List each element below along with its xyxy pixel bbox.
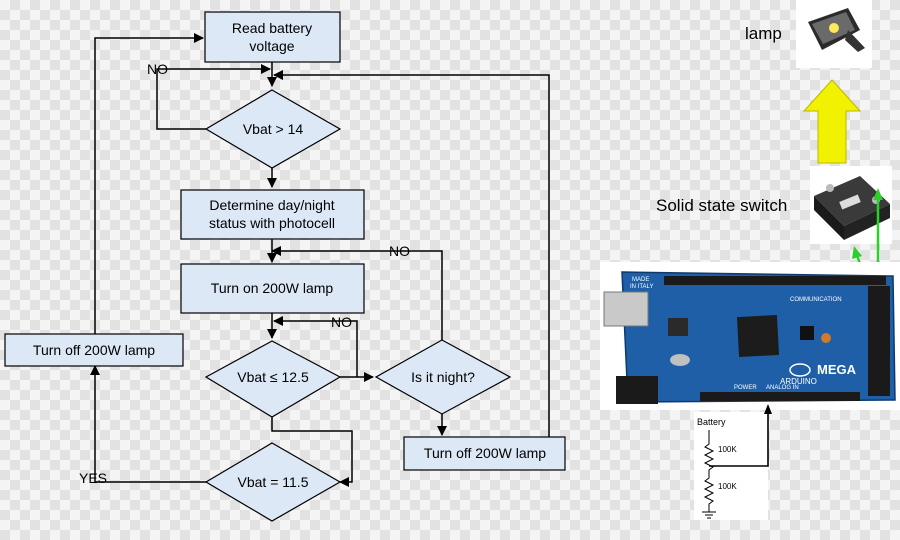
yes-label: YES [79, 470, 107, 486]
lamp-label: lamp [745, 24, 782, 43]
yellow-up-arrow-icon [802, 79, 862, 164]
ground-icon [702, 511, 716, 519]
sense-arrowhead-icon [764, 404, 772, 414]
arduino-mega-board: MEGA ARDUINO MADE IN ITALY COMMUNICATION… [600, 262, 900, 410]
diamond-vbat-le-12-5: Vbat ≤ 12.5 [204, 340, 342, 418]
board-mega-text: MEGA [817, 362, 857, 377]
connector-night-no-loop [271, 246, 443, 340]
box-read-battery: Read battery voltage [204, 11, 341, 63]
box-turn-off-lamp-right: Turn off 200W lamp [403, 436, 566, 471]
right-header [868, 286, 890, 396]
top-header [664, 276, 886, 285]
r1-label: 100K [718, 445, 737, 454]
read-battery-line1: Read battery [232, 20, 312, 36]
diamond-vbat-gt-14: Vbat > 14 [204, 89, 342, 169]
green-arrowhead-icon [873, 188, 883, 200]
lamp-image [796, 0, 872, 68]
is-it-night-text: Is it night? [411, 369, 475, 385]
vbat-eq-11-5-text: Vbat = 11.5 [238, 474, 309, 490]
microcontroller-chip [736, 314, 780, 358]
usb-port [603, 291, 649, 327]
no-label-top: NO [147, 61, 168, 77]
no-label-vbat125: NO [331, 314, 352, 330]
connector-turnoff-to-top [273, 70, 550, 437]
box-determine-day-night: Determine day/night status with photocel… [180, 189, 365, 240]
turn-off-left-text: Turn off 200W lamp [33, 342, 155, 358]
bottom-header [700, 392, 860, 401]
analog-sense-wire [709, 411, 769, 467]
board-made-text: MADE [632, 277, 649, 283]
connector-turnoffleft-to-read [94, 33, 204, 334]
read-battery-line2: voltage [249, 38, 294, 54]
connector-vbat14-no-loop [156, 64, 271, 130]
board-comm-text: COMMUNICATION [790, 297, 842, 303]
board-brand-text: ARDUINO [780, 377, 817, 386]
turn-off-right-text: Turn off 200W lamp [424, 445, 546, 461]
no-label-night: NO [389, 243, 410, 259]
diamond-vbat-eq-11-5: Vbat = 11.5 [204, 442, 342, 522]
connector-vbat125-to-vbat115 [271, 417, 353, 487]
determine-line2: status with photocell [209, 215, 335, 231]
arduino-logo-icon [789, 363, 811, 377]
diamond-is-it-night: Is it night? [374, 339, 512, 415]
box-turn-off-lamp-left: Turn off 200W lamp [4, 333, 184, 367]
connector-vbat125-no-loop [273, 316, 358, 377]
voltage-divider-circuit: Battery 100K 100K [694, 404, 772, 520]
solid-state-switch-image [810, 166, 892, 244]
flow-connectors [90, 33, 550, 487]
green-arrowhead-icon-2 [852, 246, 862, 259]
vbat-le-12-5-text: Vbat ≤ 12.5 [237, 369, 309, 385]
board-power-text: POWER [734, 385, 757, 391]
r2-label: 100K [718, 482, 737, 491]
box-turn-on-lamp: Turn on 200W lamp [180, 263, 365, 314]
battery-label: Battery [697, 417, 726, 427]
resistor-symbols [703, 430, 715, 512]
switch-label: Solid state switch [656, 196, 787, 215]
turn-on-lamp-text: Turn on 200W lamp [211, 280, 334, 296]
connector-vbat115-yes [90, 365, 206, 483]
board-italy-text: IN ITALY [630, 284, 653, 290]
determine-line1: Determine day/night [209, 197, 334, 213]
vbat-gt-14-text: Vbat > 14 [243, 121, 304, 137]
power-jack [616, 376, 658, 404]
board-analog-text: ANALOG IN [766, 385, 799, 391]
